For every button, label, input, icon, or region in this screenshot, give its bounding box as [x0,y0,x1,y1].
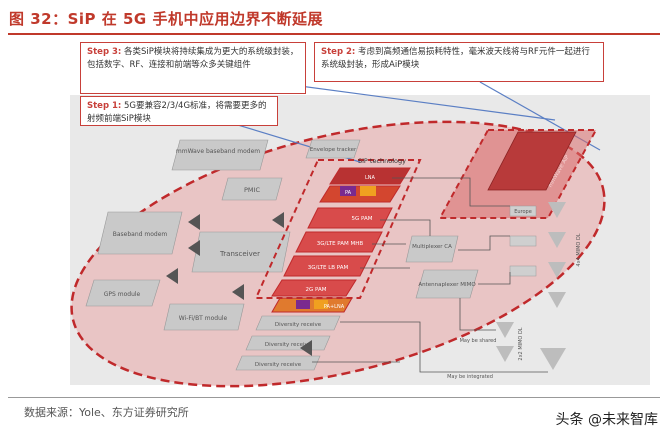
block-transceiver [191,231,291,273]
block-baseband-modem [97,211,183,255]
block-europe-3 [509,265,537,277]
label-may-be-shared: May be shared [460,338,497,344]
wire-6 [478,272,511,285]
block-pmic [221,177,283,201]
callout-step1: Step 1: 5G要兼容2/3/4G标准，将需要更多的射频前端SiP模块 [80,96,278,126]
source-divider [8,397,660,398]
block-europe-2 [509,235,537,247]
label-transceiver: Transceiver [219,250,260,258]
block-multiplexer [405,235,459,263]
wire-8 [340,321,548,373]
antenna-3 [548,262,566,278]
arrow-6 [272,212,284,228]
chip-yellow [360,186,376,196]
arrow-2 [188,240,200,256]
label-may-be-integrated: May be integrated [447,374,493,380]
block-europe-1 [509,205,537,217]
antenna-5 [496,322,514,338]
chip-yellow-2 [314,300,328,309]
source-note: 数据来源：Yole、东方证券研究所 [24,406,189,419]
antenna-2 [548,232,566,248]
label-3g-lte-lb-pam: 3G/LTE LB PAM [308,265,349,271]
label-mmwave-baseband: mmWave baseband modem [176,148,260,155]
block-gps [85,279,161,307]
callout-step2-text: 考虑到高频通信易损耗特性，毫米波天线将与RF元件一起进行系统级封装，形成AiP模… [321,47,590,70]
label-diversity-3: Diversity receive [255,362,302,368]
block-wifi-bt [163,303,245,331]
label-envelope: Envelope tracker [310,147,357,153]
wire-1 [392,177,510,207]
watermark: 头条 @未来智库 [555,412,658,428]
wire-5 [458,235,510,251]
arrow-4 [232,284,244,300]
callout-step1-text: 5G要兼容2/3/4G标准，将需要更多的射频前端SiP模块 [87,101,267,124]
label-pa-lna: PA+LNA [324,304,345,310]
block-diversity-1 [255,315,341,331]
label-5g-pam: 5G PAM [352,216,373,222]
callout-step3-label: Step 3: [87,47,122,57]
antenna-6 [496,346,514,362]
label-europe: Europe [514,209,532,215]
antenna-7 [540,348,566,370]
label-4x4-mimo: 4x4 MIMO DL [576,233,582,266]
label-sip-technology: SiP technology [358,157,406,165]
label-2g-pam: 2G PAM [306,287,327,293]
block-3g-lte-pam-mhb [295,231,383,253]
antenna-1 [548,202,566,218]
block-2g-pam [271,279,357,297]
chip-purple-2 [296,300,310,309]
block-3g-lte-lb-pam [283,255,371,277]
arrow-1 [188,214,200,230]
arrow-3 [166,268,178,284]
chip-pa [340,186,356,196]
block-5g-pam [307,207,393,229]
block-mmwave-aip [487,131,577,191]
label-antennaplexer: Antennaplexer MIMO [418,282,476,288]
callout-step1-label: Step 1: [87,101,122,111]
arrow-5 [300,340,312,356]
label-gps: GPS module [104,291,141,298]
title-divider [8,33,660,35]
leader-line-step3 [269,81,556,121]
label-3g-lte-pam-mhb: 3G/LTE PAM MHB [317,241,364,247]
label-baseband-modem: Baseband modem [113,231,168,238]
figure-title: 图 32：SiP 在 5G 手机中应用边界不断延展 [9,10,323,28]
wire-7 [459,298,496,331]
label-pmic: PMIC [244,186,260,194]
block-envelope-tracker [305,139,361,159]
callout-step2: Step 2: 考虑到高频通信易损耗特性，毫米波天线将与RF元件一起进行系统级封… [314,42,604,82]
label-diversity-2: Diversity receive [265,342,312,348]
block-mmwave-baseband [171,139,269,171]
callout-step3: Step 3: 各类SiP模块将持续集成为更大的系统级封装，包括数字、RF、连接… [80,42,306,94]
label-2x2-mimo: 2x2 MIMO DL [518,327,524,360]
callout-step2-label: Step 2: [321,47,356,57]
frontend-sip-boundary [254,159,422,299]
label-diversity-1: Diversity receive [275,322,322,328]
label-wifi-bt: Wi-Fi/BT module [179,315,228,322]
block-lna-row [329,167,411,185]
label-pa: PA [345,190,352,196]
label-multiplexer: Multiplexer CA [412,244,452,250]
block-diversity-3 [235,355,321,371]
block-antennaplexer [415,269,479,299]
antenna-4 [548,292,566,308]
callout-step3-text: 各类SiP模块将持续集成为更大的系统级封装，包括数字、RF、连接和前端等众多关键… [87,47,299,70]
label-lna: LNA [365,175,376,181]
wire-2 [380,219,431,236]
